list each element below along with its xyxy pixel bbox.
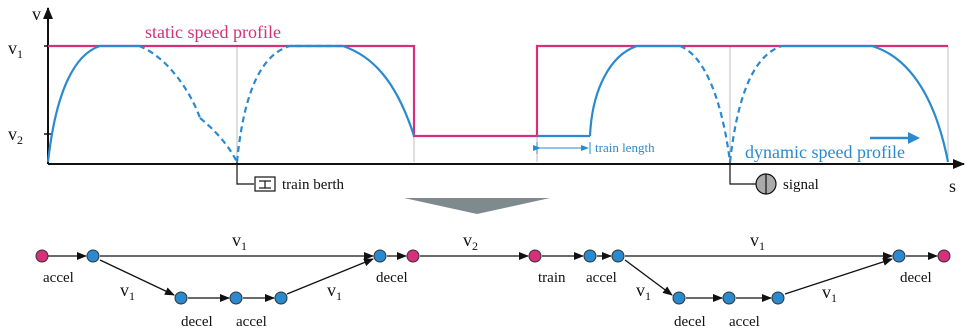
node-v2-start <box>406 249 420 263</box>
x-axis-label: s <box>949 176 956 196</box>
signal-marker <box>729 162 777 195</box>
edge-label-v1-low-c: v1 <box>636 280 651 303</box>
node-v2-end <box>528 249 542 263</box>
node-low-6 <box>771 291 785 305</box>
node-accel-1 <box>86 249 100 263</box>
train-berth-marker <box>236 162 276 192</box>
graph-nodes <box>35 249 951 305</box>
label-accel-1: accel <box>43 270 74 286</box>
edge-label-v1-low-b: v1 <box>327 280 342 303</box>
edge-label-v2: v2 <box>463 230 478 253</box>
node-low-3 <box>274 291 288 305</box>
dynamic-profile-arrowhead <box>908 132 920 144</box>
dynamic-profile-label: dynamic speed profile <box>745 142 905 162</box>
lower-graph: v1 v2 v1 v1 v1 v1 v1 accel decel decel a… <box>35 230 951 329</box>
dynamic-speed-profile <box>46 44 950 163</box>
graph-edges <box>48 252 938 302</box>
node-low-2 <box>229 291 243 305</box>
label-decel-1: decel <box>376 270 408 286</box>
node-decel-1 <box>373 249 387 263</box>
label-decel-low-2: decel <box>674 314 706 329</box>
train-length-label: train length <box>595 140 655 155</box>
node-low-1 <box>174 291 188 305</box>
v2-label: v2 <box>8 124 23 147</box>
label-accel-3: accel <box>586 270 617 286</box>
edge-label-v1-top-right: v1 <box>750 230 765 253</box>
v1-label: v1 <box>8 38 23 61</box>
node-low-4 <box>672 291 686 305</box>
y-axis-label: v <box>32 4 41 24</box>
label-accel-low-1: accel <box>236 314 267 329</box>
node-end <box>937 249 951 263</box>
node-accel-3 <box>611 249 625 263</box>
signal-label: signal <box>783 177 819 193</box>
static-speed-profile <box>48 44 948 138</box>
label-decel-3: decel <box>900 270 932 286</box>
upper-chart: v s v1 v2 static speed profile train len… <box>8 4 965 196</box>
edge-label-v1-low-a: v1 <box>120 280 135 303</box>
label-decel-low-1: decel <box>181 314 213 329</box>
transition-arrow <box>404 198 550 214</box>
edge-label-v1-top-left: v1 <box>232 230 247 253</box>
node-low-5 <box>722 291 736 305</box>
static-profile-label: static speed profile <box>145 22 281 42</box>
train-berth-label: train berth <box>282 177 345 193</box>
node-decel-3 <box>892 249 906 263</box>
label-train: train <box>538 270 566 286</box>
node-start <box>35 249 49 263</box>
node-train <box>583 249 597 263</box>
edge-label-v1-low-d: v1 <box>822 282 837 305</box>
label-accel-low-2: accel <box>729 314 760 329</box>
